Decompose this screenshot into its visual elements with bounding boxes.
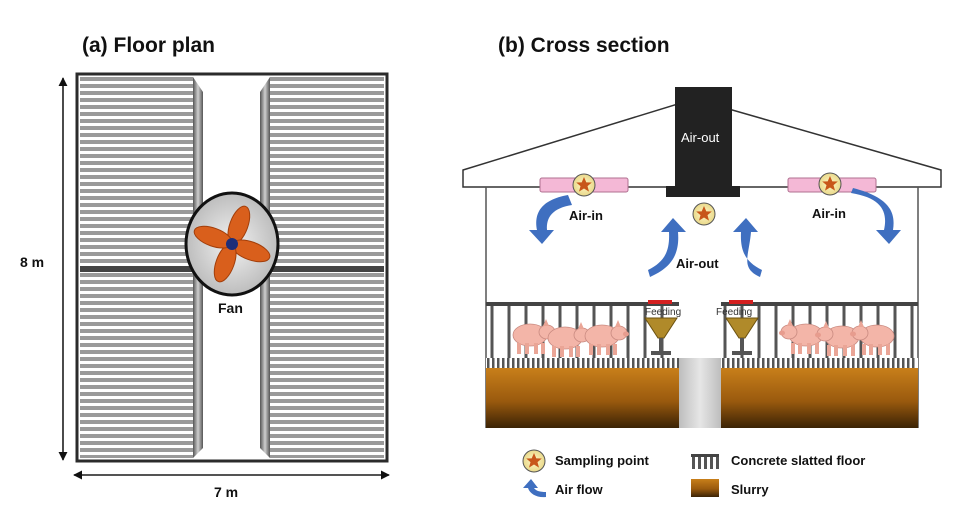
chimney-air-out-label: Air-out	[681, 130, 720, 145]
sampling-point-center-icon	[692, 202, 716, 226]
floor-plan	[58, 72, 390, 480]
fan-label: Fan	[218, 300, 243, 316]
feeder-right	[725, 300, 759, 355]
pen-bottom-right	[270, 272, 384, 458]
sampling-point-right-icon	[818, 172, 842, 196]
floor-plan-title: (a) Floor plan	[82, 34, 215, 57]
pen-rail-right	[721, 302, 918, 306]
slurry-pit-left	[486, 368, 679, 428]
air-in-right-label: Air-in	[812, 206, 846, 221]
legend	[522, 449, 719, 498]
pen-top-left	[80, 77, 193, 266]
feeder-left	[644, 300, 678, 355]
legend-sampling-point-icon	[522, 449, 546, 473]
cross-section	[462, 87, 942, 428]
exhaust-chimney	[675, 87, 732, 187]
legend-air-flow-label: Air flow	[555, 482, 603, 497]
legend-slurry-label: Slurry	[731, 482, 769, 497]
central-pit	[679, 358, 721, 428]
air-in-left-arrow-icon	[529, 195, 572, 244]
chimney-base	[666, 186, 740, 197]
air-out-center-label: Air-out	[676, 256, 719, 271]
legend-air-flow-icon	[523, 479, 546, 498]
air-in-left-label: Air-in	[569, 208, 603, 223]
sampling-point-left-icon	[572, 173, 596, 197]
legend-slatted-floor-label: Concrete slatted floor	[731, 453, 866, 468]
air-out-right-arrow-icon	[733, 218, 762, 277]
feeding-left-label: Feeding	[645, 307, 682, 318]
pen-rail-left	[486, 302, 679, 306]
air-out-left-arrow-icon	[648, 218, 686, 277]
air-flow-arrows	[529, 188, 901, 277]
air-in-right-arrow-icon	[851, 188, 901, 244]
legend-slatted-floor-icon	[691, 454, 719, 469]
slurry-pit-right	[721, 368, 918, 428]
pen-bottom-left	[80, 272, 193, 458]
cross-section-title: (b) Cross section	[498, 34, 670, 57]
width-label: 7 m	[214, 484, 239, 500]
feeding-right-label: Feeding	[716, 307, 753, 318]
height-label: 8 m	[20, 254, 45, 270]
legend-sampling-point-label: Sampling point	[555, 453, 649, 468]
pen-top-right	[270, 77, 384, 266]
legend-slurry-icon	[691, 479, 719, 497]
fan-icon	[184, 191, 280, 297]
